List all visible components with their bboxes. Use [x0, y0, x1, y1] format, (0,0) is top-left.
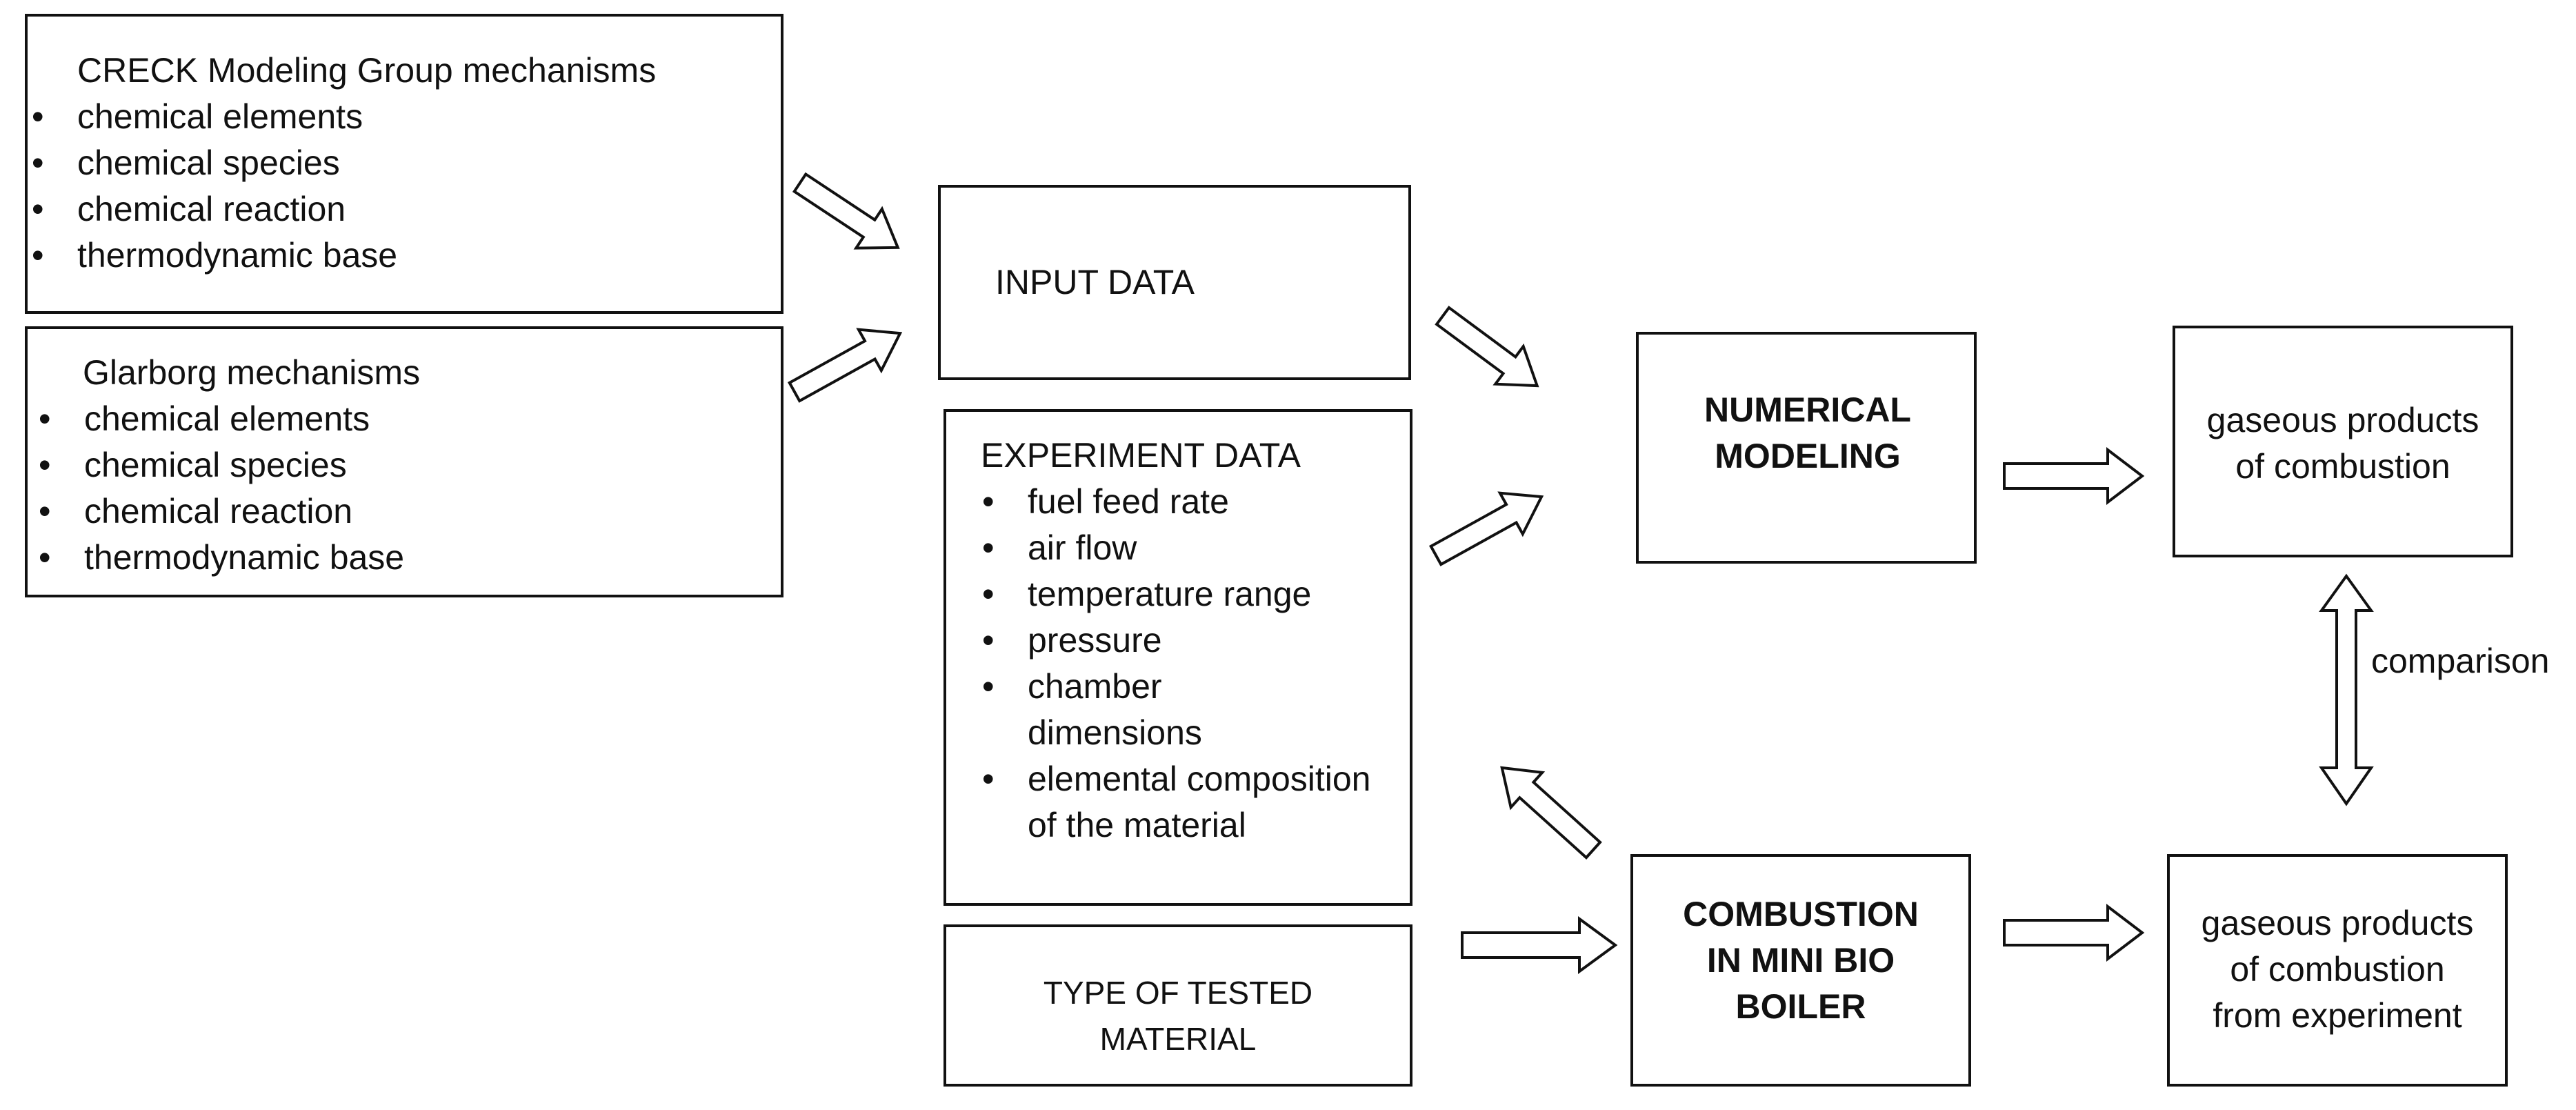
glarborg-mechanisms-title: Glarborg mechanisms [83, 353, 421, 392]
gaseous-products-experiment-line1: gaseous products [2201, 904, 2474, 942]
gaseous-products-experiment-box: gaseous products of combustion from expe… [2167, 854, 2508, 1087]
experiment-data-box: EXPERIMENT DATA fuel feed rate air flow … [943, 409, 1412, 906]
list-item: chemical reaction [28, 186, 397, 232]
tested-material-line1: TYPE OF TESTED [1043, 975, 1313, 1011]
creck-mechanisms-list: chemical elements chemical species chemi… [28, 94, 397, 279]
glarborg-mechanisms-list: chemical elements chemical species chemi… [34, 396, 404, 581]
creck-mechanisms-box: CRECK Modeling Group mechanisms chemical… [25, 14, 783, 314]
combustion-boiler-line3: BOILER [1735, 987, 1866, 1026]
list-item: temperature range [978, 571, 1392, 617]
arrow-boiler-to-gaseous-icon [2003, 903, 2145, 962]
input-data-box: INPUT DATA [938, 185, 1411, 380]
gaseous-products-model-line2: of combustion [2235, 447, 2450, 486]
arrow-glarborg-to-input-icon [788, 328, 903, 403]
tested-material-box: TYPE OF TESTED MATERIAL [943, 924, 1412, 1087]
glarborg-mechanisms-box: Glarborg mechanisms chemical elements ch… [25, 326, 783, 597]
list-item: thermodynamic base [28, 232, 397, 279]
arrow-boiler-to-experiment-icon [1500, 766, 1602, 860]
combustion-boiler-line1: COMBUSTION [1683, 895, 1919, 933]
list-item: chemical elements [28, 94, 397, 140]
list-item: thermodynamic base [34, 535, 404, 581]
arrow-material-to-boiler-icon [1461, 916, 1618, 974]
gaseous-products-model-box: gaseous products of combustion [2173, 326, 2513, 557]
input-data-label: INPUT DATA [995, 263, 1195, 301]
list-item: air flow [978, 525, 1392, 571]
numerical-modeling-box: NUMERICAL MODELING [1636, 332, 1977, 564]
list-item: chamber dimensions [978, 664, 1221, 756]
creck-mechanisms-title: CRECK Modeling Group mechanisms [77, 51, 657, 90]
gaseous-products-experiment-line2: of combustion [2230, 950, 2445, 989]
comparison-double-arrow-icon [2319, 573, 2374, 806]
arrow-input-to-modeling-icon [1435, 306, 1539, 388]
list-item: chemical elements [34, 396, 404, 442]
experiment-data-title: EXPERIMENT DATA [981, 436, 1301, 475]
tested-material-line2: MATERIAL [1099, 1021, 1257, 1057]
arrow-experiment-to-modeling-icon [1429, 491, 1544, 566]
arrow-creck-to-input-icon [792, 172, 900, 250]
combustion-boiler-box: COMBUSTION IN MINI BIO BOILER [1630, 854, 1971, 1087]
numerical-modeling-line2: MODELING [1715, 437, 1901, 475]
list-item: chemical species [28, 140, 397, 186]
list-item: pressure [978, 617, 1392, 664]
list-item: elemental composition of the material [978, 756, 1372, 849]
gaseous-products-model-line1: gaseous products [2206, 401, 2479, 439]
list-item: chemical reaction [34, 488, 404, 535]
gaseous-products-experiment-line3: from experiment [2213, 996, 2462, 1035]
numerical-modeling-line1: NUMERICAL [1704, 390, 1911, 429]
list-item: fuel feed rate [978, 479, 1392, 525]
comparison-label: comparison [2371, 642, 2550, 680]
combustion-boiler-line2: IN MINI BIO [1706, 941, 1895, 980]
arrow-modeling-to-gaseous-icon [2003, 446, 2145, 506]
list-item: chemical species [34, 442, 404, 488]
experiment-data-list: fuel feed rate air flow temperature rang… [978, 479, 1392, 849]
